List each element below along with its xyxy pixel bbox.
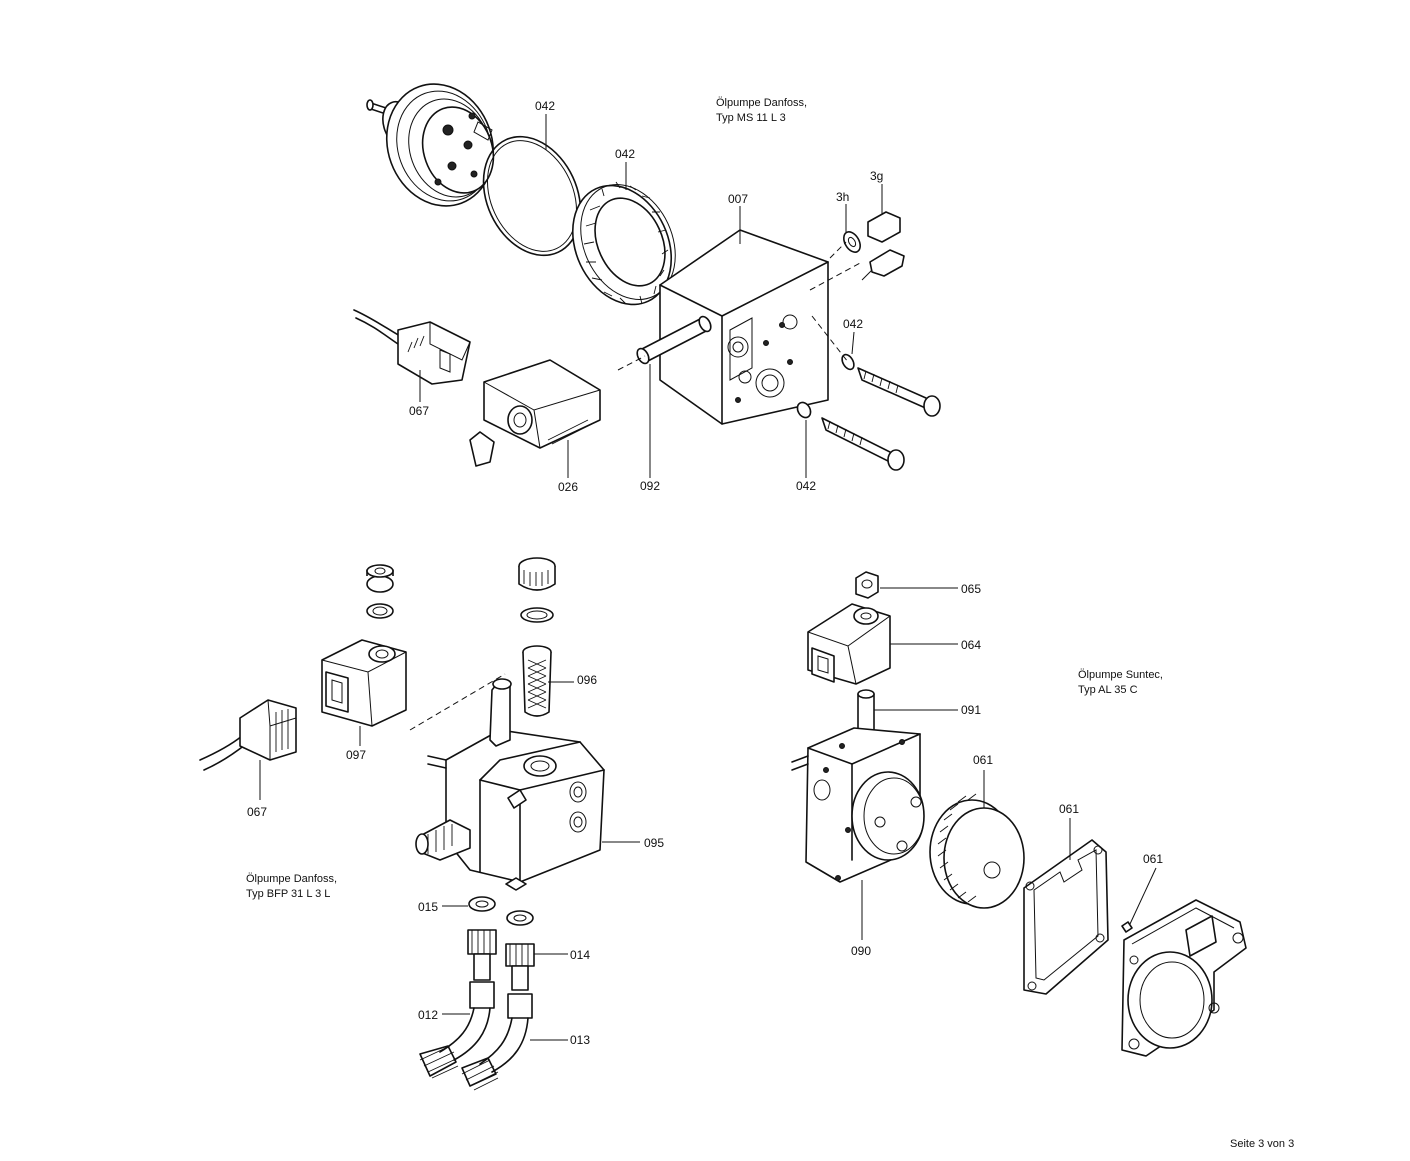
pump-body-left [416, 679, 604, 882]
screw-upper [858, 368, 940, 416]
title-top-line2: Typ MS 11 L 3 [716, 112, 786, 124]
label-left-095: 095 [644, 836, 665, 850]
label-left-012: 012 [418, 1008, 439, 1022]
top-assembly [354, 69, 940, 478]
pump-body-right [792, 728, 924, 882]
label-top-092: 092 [640, 479, 661, 493]
label-top-042-ring: 042 [535, 99, 556, 113]
title-top: Ölpumpe Danfoss, Typ MS 11 L 3 [716, 96, 807, 126]
pump-end-cover [367, 69, 510, 221]
solenoid-coil-left [322, 640, 406, 726]
valve-stem [635, 315, 713, 366]
o-ring [465, 121, 599, 271]
label-left-013: 013 [570, 1033, 591, 1047]
title-left-line2: Typ BFP 31 L 3 L [246, 888, 331, 900]
title-right-line2: Typ AL 35 C [1078, 684, 1138, 696]
label-top-042-nut: 042 [615, 147, 636, 161]
label-right-065: 065 [961, 582, 982, 596]
label-top-3h: 3h [836, 190, 850, 204]
title-right: Ölpumpe Suntec, Typ AL 35 C [1078, 668, 1163, 698]
gasket [1024, 840, 1108, 994]
solenoid-coil-right [808, 604, 890, 684]
label-left-097: 097 [346, 748, 367, 762]
pump-filter [930, 794, 1024, 908]
title-right-line1: Ölpumpe Suntec, [1078, 669, 1163, 681]
label-right-064: 064 [961, 638, 982, 652]
title-top-line1: Ölpumpe Danfoss, [716, 97, 808, 109]
label-left-014: 014 [570, 948, 591, 962]
label-right-090: 090 [851, 944, 872, 958]
cable-connector-top [354, 310, 470, 384]
label-top-042-washer-lower: 042 [796, 479, 817, 493]
fitting-3g [862, 212, 904, 280]
cover-plate [1122, 900, 1246, 1056]
label-left-067: 067 [247, 805, 268, 819]
label-top-067: 067 [409, 404, 430, 418]
filter-cartridge [523, 646, 551, 716]
page-footer: Seite 3 von 3 [1230, 1138, 1295, 1150]
label-left-096: 096 [577, 673, 598, 687]
label-top-042-washer-upper: 042 [843, 317, 864, 331]
label-right-061-gasket: 061 [1059, 802, 1080, 816]
title-left-line1: Ölpumpe Danfoss, [246, 873, 338, 885]
fittings-left [468, 930, 534, 990]
left-assembly [200, 558, 640, 1090]
cable-connector-left [200, 700, 296, 770]
pump-body [660, 230, 828, 424]
label-right-061-screw: 061 [1143, 852, 1164, 866]
label-top-007: 007 [728, 192, 749, 206]
label-left-015: 015 [418, 900, 439, 914]
label-top-026: 026 [558, 480, 579, 494]
oil-hoses [420, 982, 532, 1090]
title-left: Ölpumpe Danfoss, Typ BFP 31 L 3 L [246, 872, 337, 902]
label-right-061-filter: 061 [973, 753, 994, 767]
screw-lower [822, 418, 904, 470]
solenoid-coil-top [470, 360, 600, 466]
slotted-ring [554, 169, 693, 321]
right-assembly [792, 572, 1246, 1056]
label-top-3g: 3g [870, 169, 884, 183]
label-right-091: 091 [961, 703, 982, 717]
